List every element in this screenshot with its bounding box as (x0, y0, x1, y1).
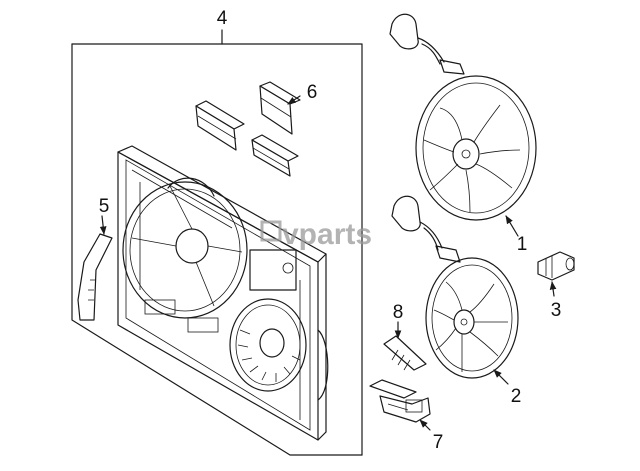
fan-shroud (117, 145, 329, 441)
callout-4: 4 (217, 8, 228, 29)
resistor-module (369, 379, 431, 423)
clip-group (195, 81, 301, 177)
callout-3: 3 (551, 300, 562, 321)
callout-8: 8 (393, 302, 404, 323)
leader-lines (99, 95, 557, 431)
callout-6: 6 (307, 82, 318, 103)
callout-2: 2 (511, 386, 522, 407)
watermark-text: vparts (282, 218, 372, 251)
fan-motor-small (391, 195, 519, 379)
callout-7: 7 (433, 432, 444, 453)
watermark-logo: vparts (260, 218, 372, 251)
callout-5: 5 (99, 196, 110, 217)
fan-motor-large (389, 13, 537, 221)
bracket-strip (77, 233, 113, 321)
callout-1: 1 (517, 234, 528, 255)
temperature-sensor (537, 251, 575, 281)
assembly-outline (71, 29, 363, 456)
bracket-clip (383, 335, 427, 371)
